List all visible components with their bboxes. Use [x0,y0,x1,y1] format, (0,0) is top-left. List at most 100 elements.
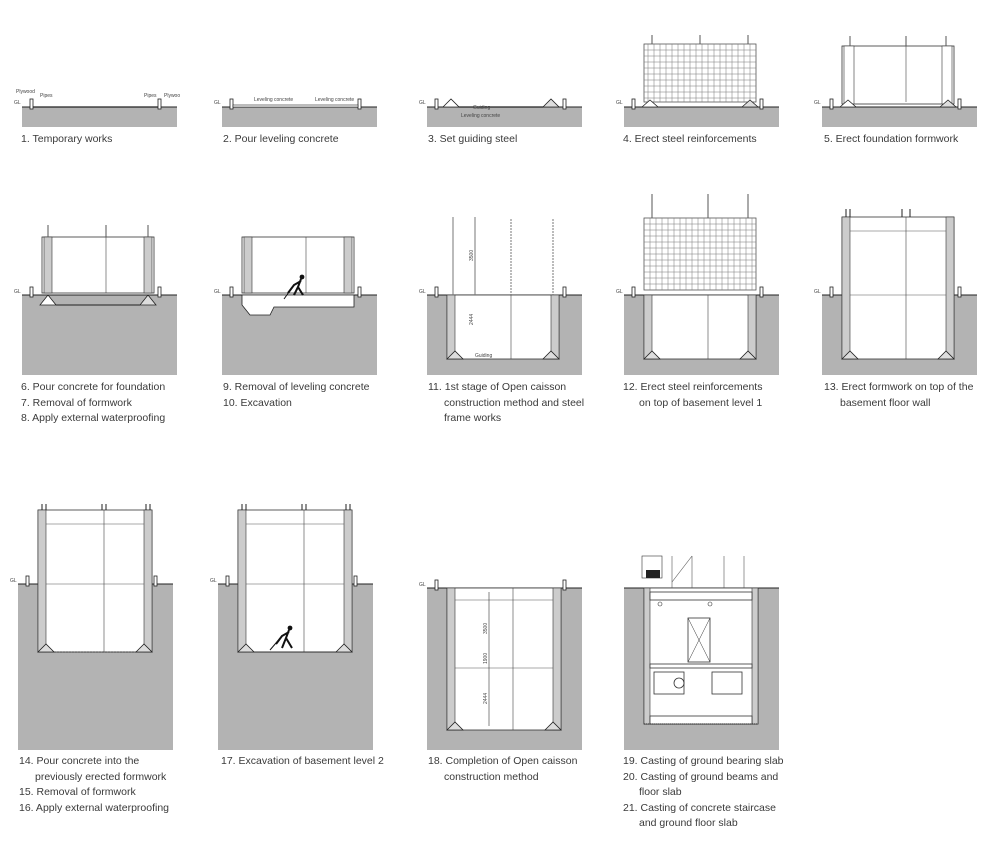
caption-line: 20. Casting of ground beams and [623,770,779,783]
gl-label: GL [419,582,426,588]
caption-line: frame works [444,412,502,424]
panel-ground-slab [612,552,782,752]
gl-label: GL [214,289,221,295]
caption-line: 21. Casting of concrete staircase [623,801,776,814]
caption-line: floor slab [639,786,682,798]
diagram-pour-formwork: GL [10,504,173,750]
panel-steel-reinforcements: GL [612,32,782,130]
leveling-concrete-label-right: Leveling concrete [315,97,354,103]
gl-label: GL [14,100,21,106]
panel-open-caisson-stage1: 3500 2444 Guiding GL [415,215,585,377]
panel-leveling-concrete: GL Leveling concrete Leveling concrete [210,85,380,130]
diagram-steel-reinforcements: GL [616,35,779,127]
panel-excavation: GL [210,215,380,377]
caption-line: 14. Pour concrete into the [19,755,140,767]
gl-label: GL [814,100,821,106]
pipes-label-right: Pipes [144,93,157,99]
diagram-guiding-steel: GL Guiding Leveling concrete [419,98,582,127]
rebar-cage [643,43,757,103]
diagram-open-caisson-stage1: 3500 2444 Guiding GL [419,217,582,375]
leveling-concrete-label: Leveling concrete [254,97,293,103]
caption-p12: 12. Erect steel reinforcements on top of… [623,380,762,411]
caption-line: and ground floor slab [639,817,738,829]
caption-line: 5. Erect foundation formwork [824,133,959,145]
panel-excavation-b2: GL [208,502,378,752]
caption-line: 6. Pour concrete for foundation [21,381,166,393]
caption-line: 1. Temporary works [21,133,113,145]
diagram-foundation-pour: GL [14,225,177,375]
leveling-concrete-label: Leveling concrete [461,113,500,119]
caption-line: 15. Removal of formwork [19,786,136,798]
caption-line: 9. Removal of leveling concrete [223,381,370,393]
caption-line: 8. Apply external waterproofing [21,412,166,424]
panel-foundation-pour: GL [10,215,180,377]
gl-label: GL [616,100,623,106]
caption-p6: 6. Pour concrete for foundation 7. Remov… [21,380,165,427]
dimension-3500: 3500 [469,250,475,261]
caption-line: 18. Completion of Open caisson [428,755,578,767]
caption-line: construction method and steel [444,396,585,409]
caption-line: 12. Erect steel reinforcements [623,381,763,393]
gl-label: GL [419,289,426,295]
caption-p19: 19. Casting of ground bearing slab 20. C… [623,754,784,832]
caption-p2: 2. Pour leveling concrete [223,132,339,148]
diagram-temporary-works: GL Plywood Pipes Pipes Plywood [14,89,180,127]
diagram-formwork-basement-wall: GL [814,209,977,375]
gl-label: GL [14,289,21,295]
caption-p1: 1. Temporary works [21,132,112,148]
pipes-label: Pipes [40,93,53,99]
soil [22,107,177,127]
caption-p14: 14. Pour concrete into the previously er… [19,754,169,816]
caption-line: 16. Apply external waterproofing [19,801,170,814]
caption-line: 10. Excavation [223,396,292,409]
panel-formwork-basement-wall: GL [810,205,980,377]
diagram-leveling-concrete: GL Leveling concrete Leveling concrete [214,97,377,127]
caption-p9: 9. Removal of leveling concrete 10. Exca… [223,380,370,411]
gl-label: GL [210,578,217,584]
diagram-foundation-formwork: GL [814,36,977,127]
caption-p13: 13. Erect formwork on top of the basemen… [824,380,973,411]
gl-label: GL [214,100,221,106]
caption-line: 13. Erect formwork on top of the [824,381,974,393]
caption-line: 4. Erect steel reinforcements [623,133,757,145]
diagram-excavation: GL [214,236,377,375]
plywood-label-right: Plywood [164,93,180,99]
gl-label: GL [616,289,623,295]
dimension-3500: 3500 [483,623,489,634]
caption-p3: 3. Set guiding steel [428,132,517,148]
caption-p11: 11. 1st stage of Open caisson constructi… [428,380,584,427]
caption-p4: 4. Erect steel reinforcements [623,132,757,148]
panel-temporary-works: GL Plywood Pipes Pipes Plywood [10,85,180,130]
panel-caisson-complete: 3500 1900 2444 GL [415,570,585,752]
caption-line: basement floor wall [840,396,931,409]
dimension-2444: 2444 [483,693,489,704]
caption-line: on top of basement level 1 [639,396,763,409]
gl-label: GL [10,578,17,584]
diagram-ground-slab [624,555,779,750]
panel-pour-formwork: GL [8,502,178,752]
caption-line: 2. Pour leveling concrete [223,133,339,145]
diagram-rebar-basement1: GL [616,194,779,375]
dimension-2444: 2444 [469,314,475,325]
caption-line: 11. 1st stage of Open caisson [428,381,567,393]
worker-figure [269,625,293,651]
caption-p18: 18. Completion of Open caisson construct… [428,754,577,785]
worker-figure [283,274,305,300]
diagram-caisson-complete: 3500 1900 2444 GL [419,579,582,750]
gl-label: GL [814,289,821,295]
panel-guiding-steel: GL Guiding Leveling concrete [415,85,585,130]
caption-p17: 17. Excavation of basement level 2 [221,754,384,770]
caption-line: previously erected formwork [35,770,167,783]
panel-foundation-formwork: GL [810,32,980,130]
guiding-label: Guiding [473,105,490,111]
caption-line: construction method [444,770,539,783]
caption-p5: 5. Erect foundation formwork [824,132,958,148]
caption-line: 7. Removal of formwork [21,396,132,409]
dimension-1900: 1900 [483,653,489,664]
plywood-label: Plywood [16,89,35,95]
panel-rebar-basement1: GL [612,190,782,377]
caption-line: 17. Excavation of basement level 2 [221,755,384,767]
diagram-excavation-b2: GL [210,504,373,750]
guiding-label: Guiding [475,353,492,359]
caption-line: 3. Set guiding steel [428,133,518,145]
